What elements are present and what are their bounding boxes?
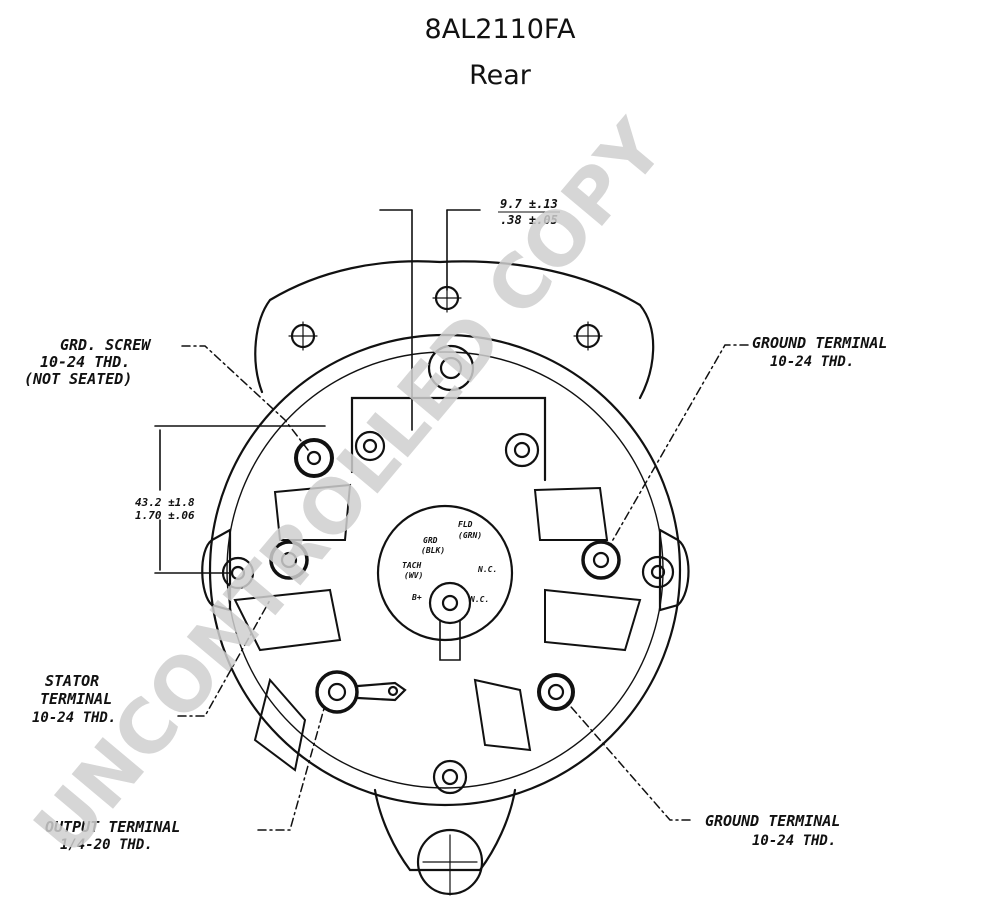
- svg-text:GRD. SCREW: GRD. SCREW: [60, 336, 152, 354]
- svg-text:TERMINAL: TERMINAL: [40, 690, 112, 708]
- svg-text:9.7 ±.13: 9.7 ±.13: [500, 197, 558, 211]
- svg-text:.38 ±.05: .38 ±.05: [500, 213, 558, 227]
- svg-text:GROUND TERMINAL: GROUND TERMINAL: [752, 334, 887, 352]
- svg-text:(NOT SEATED): (NOT SEATED): [24, 370, 132, 388]
- ground-terminal-bottom-label: GROUND TERMINAL 10-24 THD.: [705, 812, 840, 849]
- ground-terminal-bottom: [537, 673, 575, 711]
- main-housing-outline: [208, 333, 682, 807]
- right-ear-hole: [641, 555, 675, 589]
- output-terminal: [315, 670, 359, 714]
- view-subtitle: Rear: [469, 60, 531, 91]
- svg-text:(WV): (WV): [404, 571, 423, 580]
- top-mounting-ear: [254, 260, 655, 400]
- ground-terminal-top-label: GROUND TERMINAL 10-24 THD.: [752, 334, 887, 370]
- ground-terminal-top: [581, 540, 621, 580]
- regulator-plate: [350, 396, 547, 482]
- svg-text:(GRN): (GRN): [458, 531, 482, 540]
- connector-labels: FLD (GRN) GRD (BLK) TACH (WV) N.C. B+ N.…: [402, 520, 497, 604]
- regulator-screw-right: [504, 432, 540, 468]
- top-dimension-text: 9.7 ±.13 .38 ±.05: [498, 197, 560, 227]
- svg-text:OUTPUT TERMINAL: OUTPUT TERMINAL: [45, 818, 180, 836]
- svg-text:10-24 THD.: 10-24 THD.: [40, 353, 130, 371]
- svg-text:10-24 THD.: 10-24 THD.: [770, 354, 854, 370]
- regulator-screw-left: [354, 430, 386, 462]
- model-title: 8AL2110FA: [424, 14, 576, 45]
- svg-text:N.C.: N.C.: [477, 565, 497, 574]
- svg-text:(BLK): (BLK): [421, 546, 445, 555]
- svg-text:43.2 ±1.8: 43.2 ±1.8: [135, 496, 195, 509]
- svg-text:FLD: FLD: [458, 520, 473, 529]
- bottom-mounting-boss: [373, 788, 517, 872]
- svg-text:TACH: TACH: [402, 561, 421, 570]
- vent-openings: [233, 483, 642, 772]
- output-terminal-label: OUTPUT TERMINAL 1/4-20 THD.: [45, 818, 180, 853]
- svg-text:GRD: GRD: [423, 536, 438, 545]
- grd-screw-terminal: [294, 438, 334, 478]
- svg-text:10-24 THD.: 10-24 THD.: [32, 710, 116, 726]
- dimension-lines: [154, 209, 481, 574]
- right-mounting-ear: [658, 528, 690, 612]
- left-mounting-ear: [201, 528, 232, 612]
- svg-text:GROUND TERMINAL: GROUND TERMINAL: [705, 812, 840, 830]
- svg-text:1.70 ±.06: 1.70 ±.06: [135, 509, 195, 522]
- leader-lines: [177, 344, 749, 831]
- svg-text:N.C.: N.C.: [469, 595, 489, 604]
- stator-terminal-screw: [269, 540, 309, 580]
- grd-screw-label: GRD. SCREW 10-24 THD. (NOT SEATED): [24, 336, 152, 388]
- connector-pin-b: [428, 581, 472, 625]
- svg-text:STATOR: STATOR: [45, 672, 99, 690]
- center-connector: [376, 504, 514, 642]
- svg-text:10-24 THD.: 10-24 THD.: [752, 833, 836, 849]
- ear-holes: [288, 283, 603, 392]
- vertical-dimension-text: 43.2 ±1.8 1.70 ±.06: [135, 496, 195, 522]
- stator-terminal-label: STATOR TERMINAL 10-24 THD.: [32, 672, 116, 726]
- bottom-bolt: [432, 759, 468, 795]
- svg-text:1/4-20 THD.: 1/4-20 THD.: [60, 837, 153, 853]
- svg-text:B+: B+: [411, 593, 422, 602]
